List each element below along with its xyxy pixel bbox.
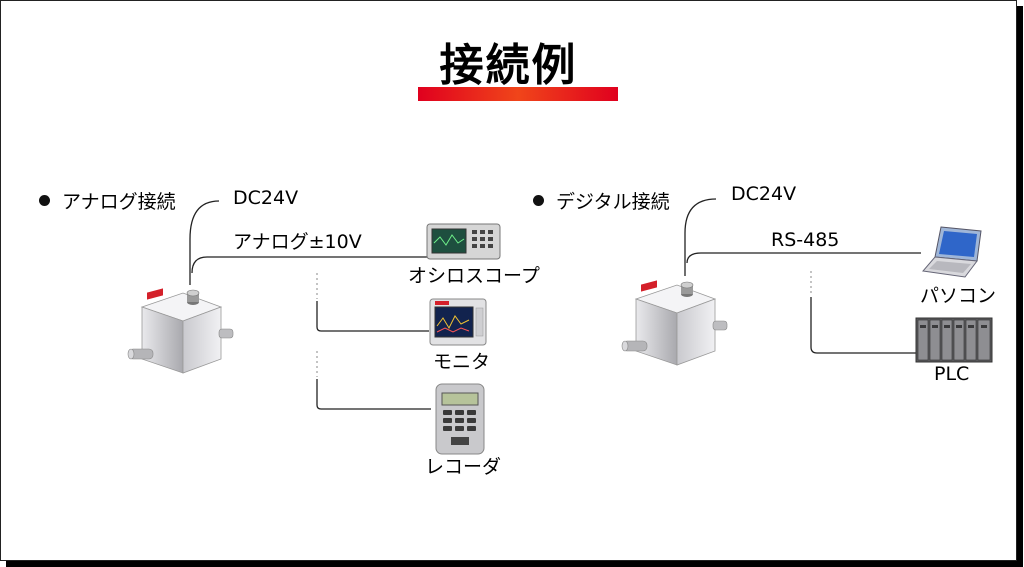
page-title: 接続例	[439, 40, 578, 91]
digital-power-label: DC24V	[731, 183, 797, 205]
device-label-monitor: モニタ	[433, 351, 491, 373]
analog-heading-label: アナログ接続	[62, 191, 176, 213]
monitor-icon	[429, 298, 487, 346]
analog-branch-monitor	[316, 301, 429, 332]
analog-branch-recorder	[316, 379, 431, 410]
plc-icon	[915, 317, 993, 363]
recorder-icon	[435, 383, 485, 455]
device-label-pc: パソコン	[920, 285, 997, 307]
digital-signal-bus	[686, 252, 921, 264]
bullet-icon	[533, 195, 544, 206]
connection-lines	[189, 198, 921, 410]
analog-power-cable	[189, 200, 220, 285]
device-label-plc: PLC	[934, 363, 970, 385]
device-label-oscilloscope: オシロスコープ	[408, 265, 540, 287]
laptop-icon	[922, 226, 982, 278]
title-underline-bar	[418, 87, 618, 101]
oscilloscope-icon	[426, 223, 501, 260]
analog-torque-sensor-icon	[127, 288, 234, 374]
digital-torque-sensor-icon	[621, 280, 728, 366]
analog-signal-bus	[191, 256, 429, 274]
digital-power-cable	[684, 198, 717, 276]
bullet-icon	[39, 195, 50, 206]
analog-section-heading: アナログ接続	[39, 187, 176, 214]
analog-power-label: DC24V	[233, 187, 299, 209]
digital-branch-plc	[810, 297, 917, 354]
digital-heading-label: デジタル接続	[556, 191, 670, 213]
digital-section-heading: デジタル接続	[533, 187, 670, 214]
digital-signal-label: RS-485	[771, 229, 840, 251]
analog-signal-label: アナログ±10V	[233, 231, 362, 253]
device-label-recorder: レコーダ	[425, 456, 502, 478]
